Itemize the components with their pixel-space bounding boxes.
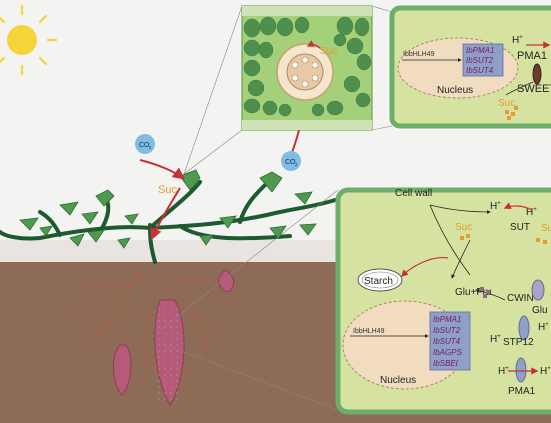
leaf-cross-section: Suc [241, 5, 373, 131]
cwin-label: CWIN [507, 293, 534, 304]
root-sucrose-outer-squares [536, 238, 547, 244]
co2-label-left: CO [139, 142, 150, 149]
starch-label: Starch [364, 276, 393, 287]
root-regulator-label: IbbHLH49 [353, 328, 385, 335]
stp12-transporter-icon [518, 315, 530, 341]
stp12-proton-label: H+ [490, 334, 501, 345]
pma1-proton-outer: H+ [540, 366, 551, 377]
root-pma1-label: PMA1 [508, 386, 536, 397]
starch-granule [357, 268, 403, 292]
stp12-label: STP12 [503, 337, 534, 348]
co2-label-right: CO [285, 159, 296, 166]
root-proton-top-right: H+ [526, 207, 537, 218]
sucrose-loading-arrow [306, 40, 321, 49]
leaf-cell-panel: IbbHLH49 IbPMA1 IbSUT2 IbSUT4 Nucleus H+… [389, 5, 551, 129]
root-proton-top-left: H+ [490, 201, 501, 212]
root-cell-panel: Cell wall IbbHLH49 IbPMA1 IbSUT2 IbSUT4 … [335, 187, 551, 415]
leaf-gene-2: IbSUT2 [466, 56, 494, 65]
stp12-proton-outer: H+ [538, 322, 549, 333]
sut-label: SUT [510, 222, 530, 233]
co2-subscript-left: 2 [149, 145, 152, 150]
sweet-transport-line [505, 81, 534, 96]
root-gene-2: IbSUT2 [433, 326, 461, 335]
tuber-texture [156, 305, 178, 400]
plant-leaves [19, 169, 317, 249]
zoom-guide-lines [159, 5, 393, 411]
root-gene-1: IbPMA1 [433, 315, 461, 324]
pma1-pump-icon [515, 357, 527, 383]
cell-wall-label: Cell wall [395, 188, 432, 199]
sucrose-label-plant: Suc [158, 184, 177, 196]
sweet-transporter-icon [532, 63, 542, 85]
co2-subscript-right: 2 [295, 162, 298, 167]
pma1-proton-inner: H+ [498, 366, 509, 377]
root-gene-4: IbAGPS [433, 348, 463, 357]
leaf-gene-1: IbPMA1 [466, 46, 494, 55]
leaf-proton-label: H+ [512, 35, 523, 46]
root-nucleus-label: Nucleus [380, 375, 416, 386]
sut-proton-arrow [503, 202, 533, 211]
co2-bubble-right: CO 2 [281, 151, 301, 171]
sucrose-transport-arrow [150, 187, 181, 241]
leaf-sweet-label: SWEET [517, 83, 551, 95]
starch-synthesis-arrow [400, 256, 449, 278]
leaf-sucrose-label: Suc [498, 98, 515, 109]
root-gene-box [429, 311, 471, 371]
leaf-gene-3: IbSUT4 [466, 66, 494, 75]
leaf-gene-box [462, 43, 504, 77]
hexose-squares [480, 287, 490, 298]
root-gene-5: IbSBEI [433, 359, 459, 368]
root-gene-3: IbSUT4 [433, 337, 461, 346]
leaf-nucleus-label: Nucleus [437, 85, 473, 96]
root-sucrose-inner-squares [460, 234, 470, 240]
leaf-sucrose-squares [505, 106, 518, 120]
root-sucrose-outer-label: Suc [541, 223, 551, 234]
glucose-fructose-label: Glu+Fru [455, 287, 491, 298]
leaf-pma1-label: PMA1 [517, 50, 547, 62]
root-sucrose-inner-label: Suc [455, 222, 472, 233]
sucrose-label-cross-section: Suc [320, 46, 337, 57]
co2-arrow-left [139, 159, 185, 180]
cwin-enzyme-icon [531, 279, 545, 301]
co2-bubble-left: CO 2 [135, 134, 155, 154]
glucose-partial-label: Glu [532, 305, 548, 316]
sun-icon [0, 4, 58, 76]
leaf-regulator-label: IbbHLH49 [403, 51, 435, 58]
